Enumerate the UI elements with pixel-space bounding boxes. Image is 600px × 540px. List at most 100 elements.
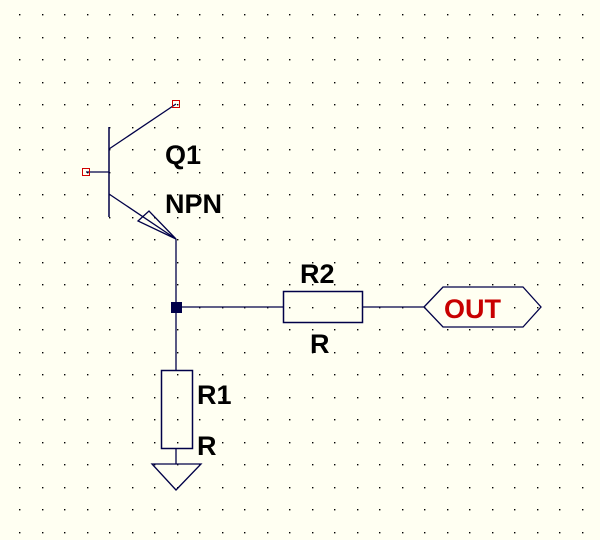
ground-symbol[interactable] — [150, 448, 203, 491]
grid-dot — [402, 352, 404, 354]
grid-dot — [402, 307, 404, 309]
grid-dot — [424, 239, 426, 241]
r2-reference-label[interactable]: R2 — [300, 259, 335, 289]
grid-dot — [469, 217, 471, 219]
grid-dot — [177, 374, 179, 376]
grid-dot — [42, 509, 44, 511]
grid-dot — [244, 104, 246, 106]
grid-dot — [64, 239, 66, 241]
grid-dot — [154, 59, 156, 61]
grid-dot — [267, 329, 269, 331]
grid-dot — [447, 374, 449, 376]
grid-dot — [154, 194, 156, 196]
grid-dot — [267, 509, 269, 511]
grid-dot — [559, 82, 561, 84]
grid-dot — [492, 194, 494, 196]
r2-body — [282, 290, 364, 324]
grid-dot — [222, 532, 224, 534]
grid-dot — [199, 82, 201, 84]
grid-dot — [64, 59, 66, 61]
r1-value-label[interactable]: R — [197, 431, 217, 461]
grid-dot — [492, 82, 494, 84]
grid-dot — [537, 194, 539, 196]
grid-dot — [177, 14, 179, 16]
net-label-out[interactable]: OUT — [423, 286, 542, 328]
grid-dot — [424, 172, 426, 174]
grid-dot — [447, 59, 449, 61]
grid-dot — [222, 127, 224, 129]
grid-dot — [42, 217, 44, 219]
grid-dot — [289, 37, 291, 39]
grid-dot — [109, 284, 111, 286]
grid-dot — [312, 59, 314, 61]
r2-value-label[interactable]: R — [310, 329, 330, 359]
grid-dot — [582, 127, 584, 129]
grid-dot — [379, 487, 381, 489]
grid-dot — [402, 487, 404, 489]
grid-dot — [154, 149, 156, 151]
grid-dot — [267, 307, 269, 309]
q1-collector-pin[interactable] — [172, 100, 180, 108]
grid-dot — [87, 59, 89, 61]
grid-dot — [447, 104, 449, 106]
grid-dot — [267, 487, 269, 489]
grid-dot — [402, 374, 404, 376]
grid-dot — [357, 374, 359, 376]
grid-dot — [334, 149, 336, 151]
grid-dot — [402, 284, 404, 286]
grid-dot — [87, 397, 89, 399]
grid-dot — [267, 149, 269, 151]
grid-dot — [379, 464, 381, 466]
grid-dot — [154, 37, 156, 39]
r1-reference-label[interactable]: R1 — [197, 380, 232, 410]
grid-dot — [447, 14, 449, 16]
grid-dot — [244, 239, 246, 241]
grid-dot — [154, 464, 156, 466]
grid-dot — [492, 59, 494, 61]
q1-value-label[interactable]: NPN — [165, 189, 222, 219]
grid-dot — [357, 14, 359, 16]
grid-dot — [514, 464, 516, 466]
transistor-q1[interactable]: Q1 NPN — [82, 100, 223, 240]
grid-dot — [132, 397, 134, 399]
grid-dot — [199, 217, 201, 219]
grid-dot — [199, 127, 201, 129]
grid-dot — [42, 329, 44, 331]
grid-dot — [334, 104, 336, 106]
grid-dot — [334, 487, 336, 489]
grid-dot — [379, 127, 381, 129]
grid-dot — [424, 59, 426, 61]
grid-dot — [447, 442, 449, 444]
grid-dot — [334, 464, 336, 466]
grid-dot — [64, 194, 66, 196]
net-label-out-flag-icon — [423, 286, 542, 328]
grid-dot — [87, 14, 89, 16]
grid-dot — [154, 487, 156, 489]
grid-dot — [447, 509, 449, 511]
grid-dot — [267, 172, 269, 174]
q1-base-pin[interactable] — [82, 168, 90, 176]
grid-dot — [492, 464, 494, 466]
grid-dot — [357, 419, 359, 421]
grid-dot — [132, 374, 134, 376]
grid-dot — [64, 217, 66, 219]
grid-dot — [379, 509, 381, 511]
grid-dot — [132, 104, 134, 106]
grid-dot — [492, 329, 494, 331]
grid-dot — [379, 532, 381, 534]
grid-dot — [447, 284, 449, 286]
resistor-r1[interactable]: R1 R — [160, 369, 232, 462]
grid-dot — [537, 127, 539, 129]
grid-dot — [222, 509, 224, 511]
grid-dot — [492, 397, 494, 399]
grid-dot — [469, 262, 471, 264]
q1-reference-label[interactable]: Q1 — [165, 140, 201, 170]
grid-dot — [154, 352, 156, 354]
resistor-r2[interactable]: R2 R — [282, 259, 364, 359]
grid-dot — [379, 59, 381, 61]
grid-dot — [199, 262, 201, 264]
grid-dot — [357, 262, 359, 264]
grid-dot — [514, 239, 516, 241]
grid-dot — [424, 14, 426, 16]
